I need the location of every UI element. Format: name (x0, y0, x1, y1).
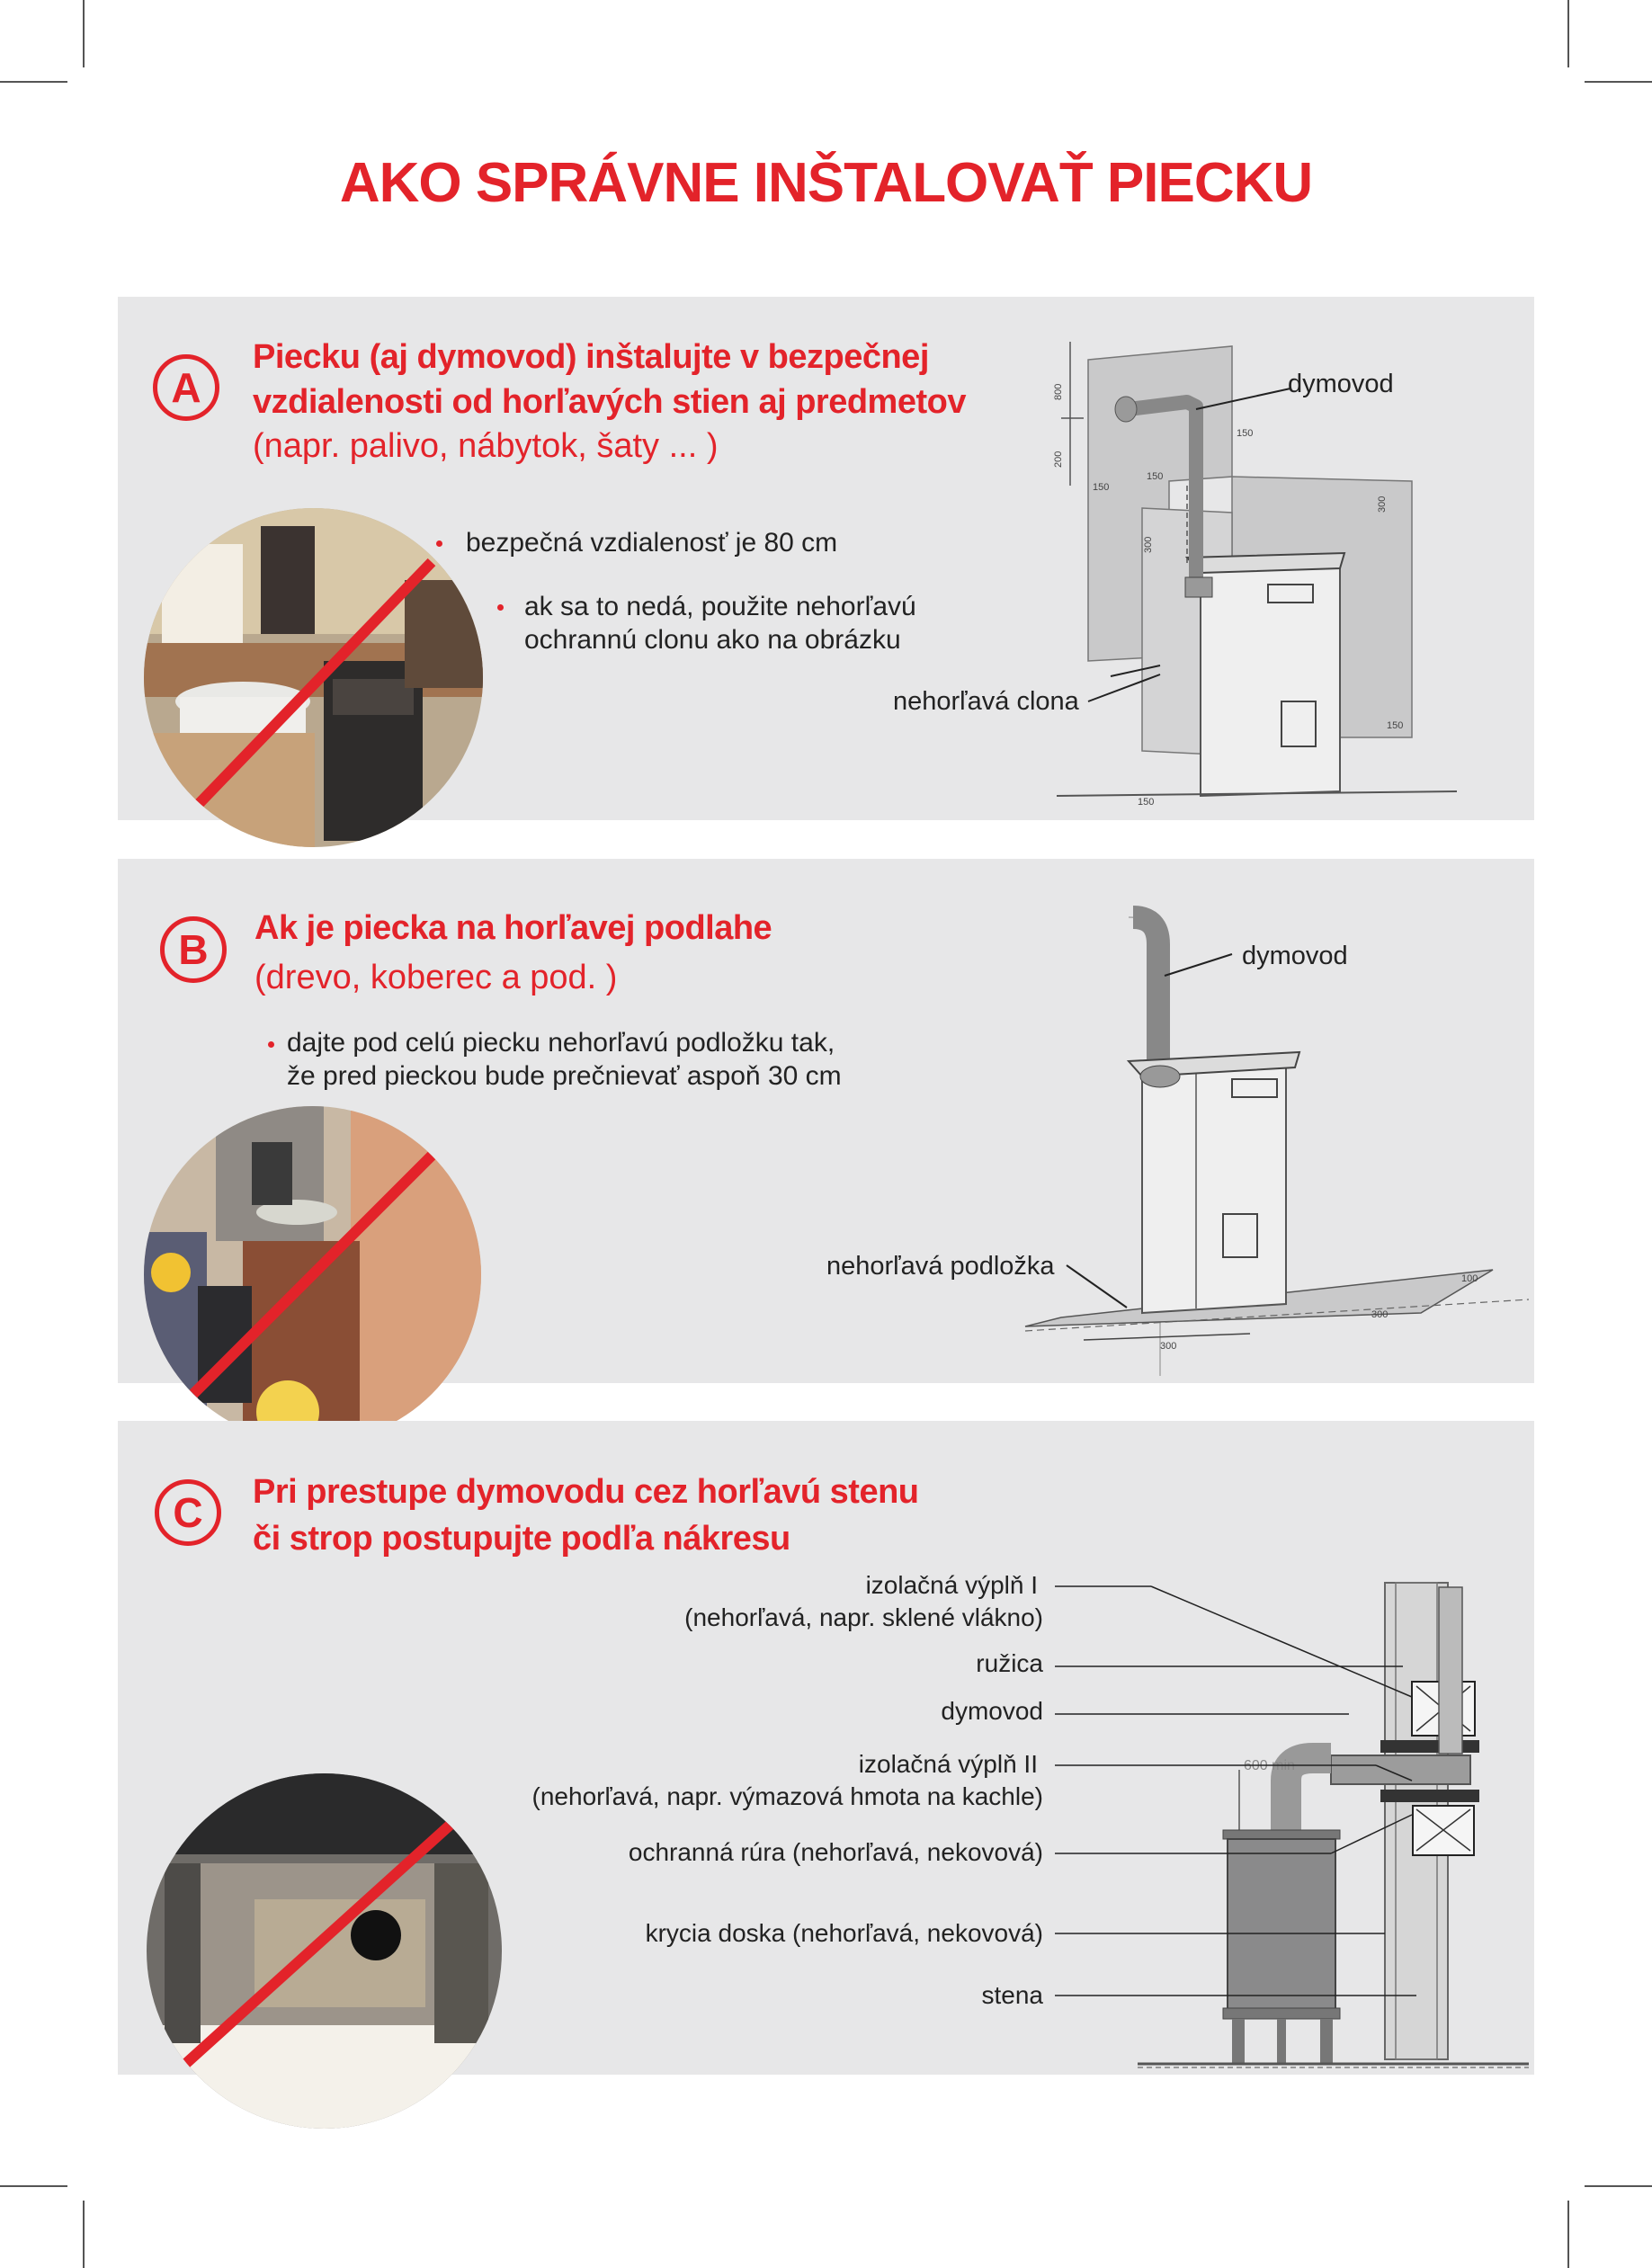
label-chimney-a: dymovod (1288, 370, 1394, 398)
crop-mark (83, 2201, 85, 2268)
label-shield: nehorľavá clona (893, 687, 1079, 716)
section-a-badge: A (153, 354, 219, 421)
section-b-subheading: (drevo, koberec a pod. ) (254, 959, 618, 996)
label-chimney-b: dymovod (1242, 942, 1348, 970)
dim-label: 200 (1053, 451, 1064, 468)
section-a-bad-example-photo (144, 508, 483, 847)
section-c-heading-line1: Pri prestupe dymovodu cez horľavú stenu (253, 1473, 919, 1511)
bullet-dot (497, 604, 504, 611)
crop-mark (1585, 2185, 1652, 2187)
dim-label: 300 (1143, 537, 1154, 553)
section-b-badge: B (160, 916, 227, 983)
leader-line (1066, 1264, 1128, 1308)
dim-label: 150 (1147, 471, 1163, 482)
section-a-bullet2-line1: ak sa to nedá, použite nehorľavú (524, 592, 916, 621)
label-wall: stena (981, 1981, 1044, 2009)
crop-mark (1585, 81, 1652, 83)
section-b-floor-pad-diagram: 300 100 300 (1024, 906, 1530, 1376)
section-b-heading: Ak je piecka na horľavej podlahe (254, 909, 772, 947)
section-c-heading-line2: či strop postupujte podľa nákresu (253, 1520, 790, 1558)
bullet-dot (268, 1041, 274, 1048)
section-a-subheading: (napr. palivo, nábytok, šaty ... ) (253, 427, 719, 465)
crop-mark (0, 81, 67, 83)
dim-label: 300 (1160, 1341, 1176, 1352)
label-insulation-fill-1: izolačná výplň I (865, 1571, 1038, 1599)
label-floor-pad: nehorľavá podložka (826, 1252, 1055, 1281)
label-rosette: ružica (976, 1649, 1043, 1677)
section-a-shield-diagram: 800 200 150 150 150 300 300 150 150 (1053, 342, 1458, 808)
section-c-badge: C (155, 1479, 221, 1546)
dim-label: 100 (1461, 1273, 1478, 1284)
section-c-wall-passage-diagram: 600 min (1055, 1582, 1529, 2068)
section-c-bad-example-photo (147, 1773, 502, 2129)
crop-mark (0, 2185, 67, 2187)
section-b-bullet1-line1: dajte pod celú piecku nehorľavú podložku… (287, 1028, 835, 1058)
dim-label: 150 (1387, 720, 1403, 731)
dim-label: 150 (1138, 797, 1154, 808)
section-b-bad-example-photo (144, 1106, 481, 1443)
dim-label: 800 (1053, 384, 1064, 400)
crop-mark (1567, 2201, 1569, 2268)
label-cover-board: krycia doska (nehorľavá, nekovová) (645, 1919, 1043, 1947)
dim-label: 150 (1237, 428, 1253, 439)
label-chimney-c: dymovod (941, 1697, 1043, 1725)
label-insulation-fill-2-detail: (nehorľavá, napr. výmazová hmota na kach… (531, 1782, 1043, 1810)
section-a-heading-line2: vzdialenosti od horľavých stien aj predm… (253, 383, 966, 421)
section-a-heading-line1: Piecku (aj dymovod) inštalujte v bezpečn… (253, 338, 929, 376)
label-protective-sleeve: ochranná rúra (nehorľavá, nekovová) (628, 1838, 1043, 1866)
dim-label: 150 (1093, 482, 1109, 493)
label-insulation-fill-1-detail: (nehorľavá, napr. sklené vlákno) (684, 1603, 1043, 1631)
dim-label: 300 (1371, 1309, 1388, 1320)
leader-line (1087, 674, 1161, 702)
crop-mark (1567, 0, 1569, 67)
dim-label: 300 (1377, 496, 1388, 513)
section-a-bullet2-line2: ochrannú clonu ako na obrázku (524, 625, 901, 655)
section-b-bullet1-line2: že pred pieckou bude prečnievať aspoň 30… (287, 1061, 842, 1091)
section-a-bullet1: bezpečná vzdialenosť je 80 cm (466, 528, 838, 558)
crop-mark (83, 0, 85, 67)
page-title: AKO SPRÁVNE INŠTALOVAŤ PIECKU (339, 152, 1313, 214)
label-insulation-fill-2: izolačná výplň II (858, 1750, 1038, 1778)
